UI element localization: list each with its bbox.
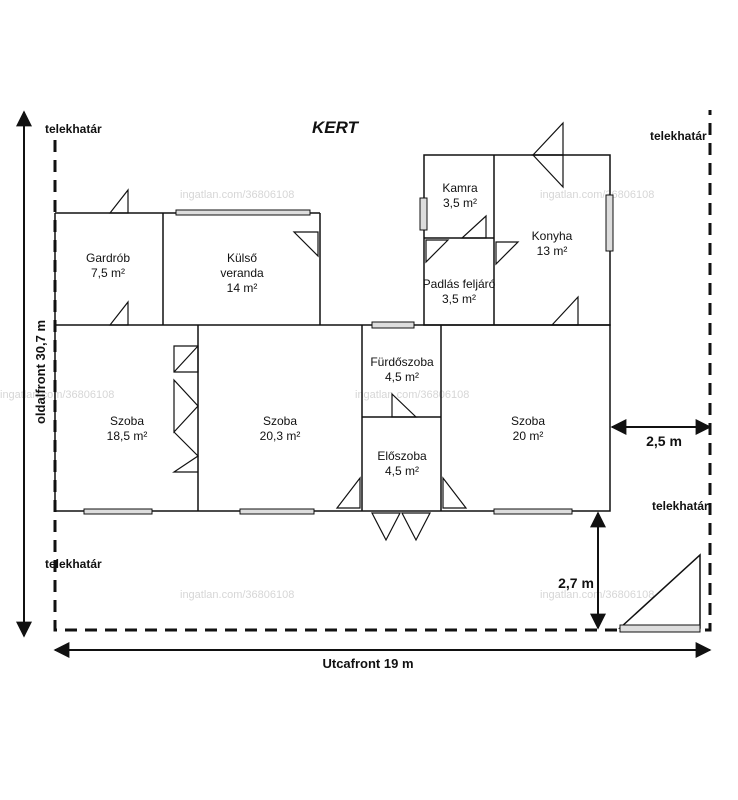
door-swing	[173, 345, 199, 373]
door-swing	[460, 214, 487, 239]
door-swing	[425, 239, 450, 264]
room-kulso-veranda-name-2: veranda	[220, 266, 264, 280]
door-swing	[108, 188, 129, 214]
door-swing	[442, 476, 468, 509]
boundary-label-top-right: telekhatár	[650, 129, 707, 143]
door-swing	[335, 476, 361, 509]
window	[419, 197, 428, 231]
door-swing	[531, 154, 564, 189]
watermark: ingatlan.com/36806108	[0, 389, 114, 401]
boundary-label-bottom-left: telekhatár	[45, 557, 102, 571]
garden-label: KERT	[312, 118, 360, 137]
door-swing	[108, 300, 129, 326]
side-front-label: oldalfront 30,7 m	[33, 320, 48, 424]
watermark: ingatlan.com/36806108	[540, 189, 654, 201]
street-front-label: Utcafront 19 m	[322, 656, 413, 671]
room-gardrob-area: 7,5 m²	[91, 266, 125, 280]
door-swing	[495, 241, 520, 266]
room-gardrob-name: Gardrób	[86, 251, 130, 265]
boundary-label-right: telekhatár	[652, 499, 709, 513]
room-padlas-name: Padlás feljáró	[423, 277, 496, 291]
room-eloszoba-name: Előszoba	[377, 449, 427, 463]
watermark: ingatlan.com/36806108	[180, 189, 294, 201]
windows	[83, 194, 614, 515]
window	[605, 194, 614, 252]
door-swing	[173, 378, 199, 434]
door-swing	[371, 512, 401, 542]
room-szoba-2-name: Szoba	[263, 414, 297, 428]
walls	[54, 154, 611, 512]
room-szoba-1-name: Szoba	[110, 414, 144, 428]
room-szoba-1-area: 18,5 m²	[107, 429, 148, 443]
right-gap-label: 2,5 m	[646, 433, 682, 449]
watermark: ingatlan.com/36806108	[355, 389, 469, 401]
door-swing	[173, 345, 199, 373]
room-eloszoba-area: 4,5 m²	[385, 464, 419, 478]
room-konyha-name: Konyha	[532, 229, 573, 243]
door-swing	[401, 512, 431, 542]
door-swing	[550, 295, 579, 326]
room-kamra-area: 3,5 m²	[443, 196, 477, 210]
door-swing	[531, 121, 564, 156]
window	[371, 321, 415, 329]
room-kulso-veranda-name-1: Külső	[227, 251, 257, 265]
bottom-gap-label: 2,7 m	[558, 575, 594, 591]
room-kulso-veranda-area: 14 m²	[227, 281, 258, 295]
dimension-lines	[16, 110, 712, 658]
watermark: ingatlan.com/36806108	[180, 589, 294, 601]
window	[493, 508, 573, 515]
window	[239, 508, 315, 515]
boundary-label-top-left: telekhatár	[45, 122, 102, 136]
door-swing	[172, 431, 199, 473]
door-swing	[292, 231, 319, 258]
room-szoba-3-name: Szoba	[511, 414, 545, 428]
window	[83, 508, 153, 515]
room-furdoszoba-area: 4,5 m²	[385, 370, 419, 384]
room-kamra-name: Kamra	[442, 181, 478, 195]
room-szoba-2-area: 20,3 m²	[260, 429, 301, 443]
gate	[618, 553, 701, 633]
room-konyha-area: 13 m²	[537, 244, 568, 258]
window	[175, 209, 311, 216]
door-swing	[391, 392, 418, 418]
doors	[108, 121, 579, 542]
room-furdoszoba-name: Fürdőszoba	[370, 355, 434, 369]
room-labels: Gardrób 7,5 m² Külső veranda 14 m² Kamra…	[86, 181, 573, 478]
plot-boundary	[53, 110, 712, 632]
room-padlas-area: 3,5 m²	[442, 292, 476, 306]
room-szoba-3-area: 20 m²	[513, 429, 544, 443]
